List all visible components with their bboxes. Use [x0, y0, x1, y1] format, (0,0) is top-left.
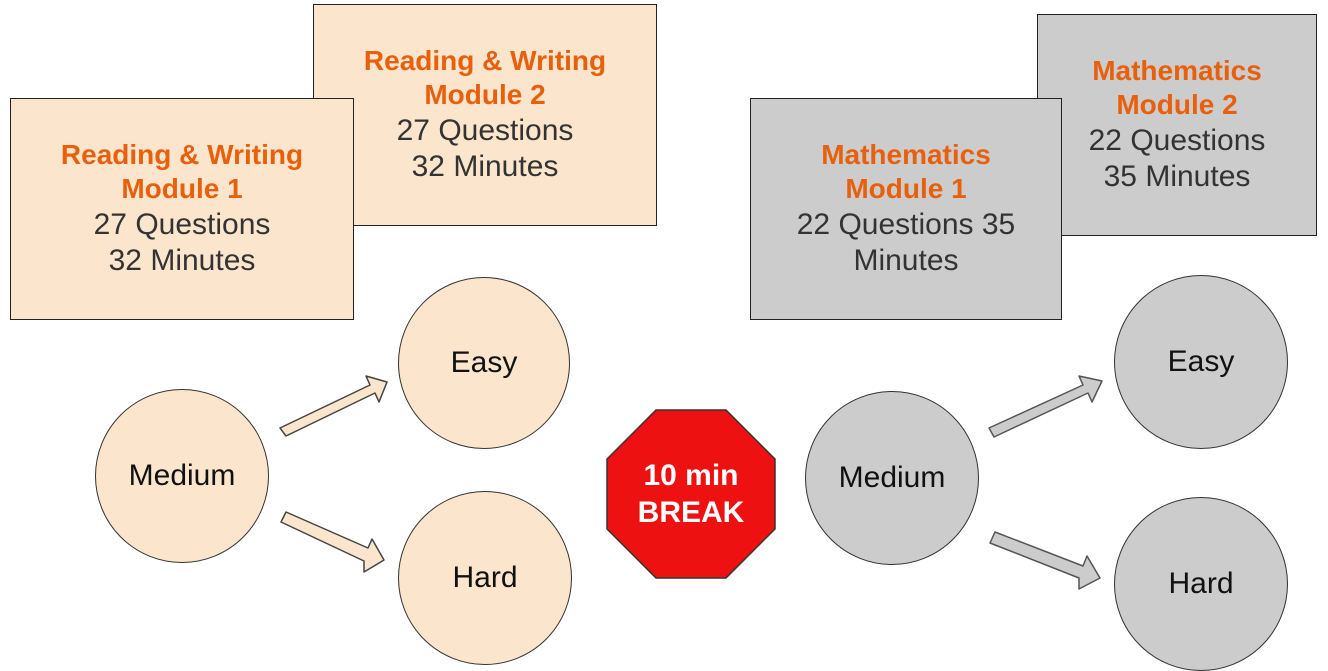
rw-node-medium: Medium: [95, 389, 269, 563]
rw-module2-title: Reading & Writing Module 2: [363, 45, 607, 111]
rw-arrow-to-hard: [280, 511, 385, 573]
rw-module1-card: Reading & Writing Module 1 27 Questions …: [10, 98, 354, 320]
math-module2-title: Mathematics Module 2: [1092, 55, 1262, 121]
rw-node-hard: Hard: [398, 491, 572, 665]
rw-module1-details: 27 Questions 32 Minutes: [93, 207, 271, 278]
math-arrow-to-easy: [988, 375, 1103, 438]
rw-module2-card: Reading & Writing Module 2 27 Questions …: [313, 4, 657, 226]
rw-module2-details: 27 Questions 32 Minutes: [396, 113, 574, 184]
rw-arrow-to-easy: [279, 375, 388, 437]
math-module1-details: 22 Questions 35 Minutes: [796, 207, 1016, 278]
math-module1-title: Mathematics Module 1: [821, 139, 991, 205]
math-module2-details: 22 Questions 35 Minutes: [1088, 123, 1266, 194]
stop-sign-icon: [606, 409, 776, 579]
math-module1-card: Mathematics Module 1 22 Questions 35 Min…: [750, 98, 1062, 320]
math-module2-card: Mathematics Module 2 22 Questions 35 Min…: [1037, 14, 1317, 236]
math-node-easy: Easy: [1114, 275, 1288, 449]
rw-node-easy: Easy: [398, 277, 570, 449]
math-node-hard: Hard: [1114, 497, 1288, 671]
math-node-medium: Medium: [805, 391, 979, 565]
rw-module1-title: Reading & Writing Module 1: [60, 139, 304, 205]
math-arrow-to-hard: [989, 531, 1101, 590]
break-label: 10 min BREAK: [637, 458, 745, 530]
